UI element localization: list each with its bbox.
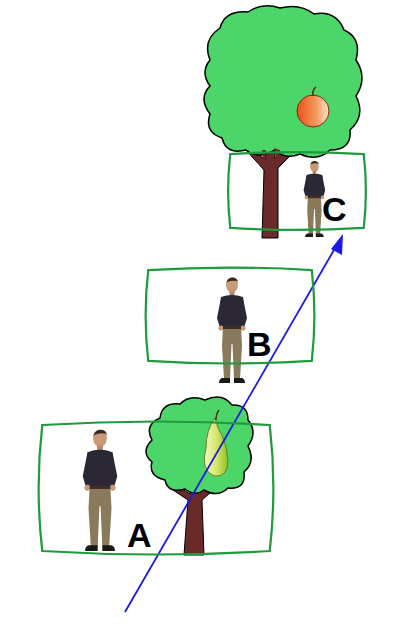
frame-box: B xyxy=(143,265,317,366)
person xyxy=(304,161,326,237)
person xyxy=(83,430,118,551)
frame-letter: B xyxy=(247,327,272,361)
frame-box: C xyxy=(226,150,368,232)
frame-outline xyxy=(143,265,317,366)
frame-letter: C xyxy=(322,192,347,226)
frame-outline xyxy=(35,418,277,558)
person xyxy=(217,277,247,383)
frame-letter: A xyxy=(127,518,152,552)
frame-box: A xyxy=(35,418,277,558)
frame-outline xyxy=(226,150,368,232)
